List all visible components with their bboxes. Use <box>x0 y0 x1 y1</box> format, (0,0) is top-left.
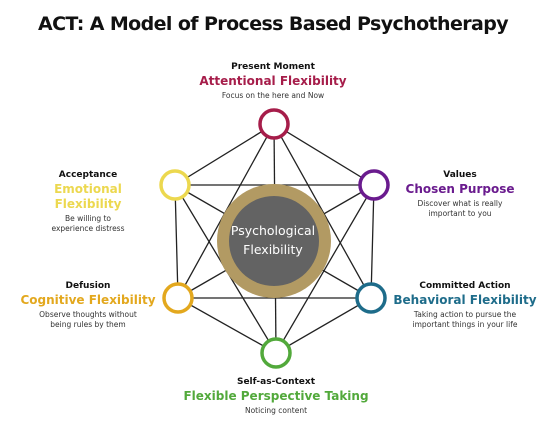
self-as-context-heading: Self-as-Context <box>236 377 316 387</box>
page-title: ACT: A Model of Process Based Psychother… <box>37 13 509 35</box>
acceptance-description: Be willing to experience distress <box>20 214 156 233</box>
values-name: Chosen Purpose <box>405 182 515 197</box>
node-circle-acceptance <box>159 169 191 201</box>
committed-action-description: Taking action to pursue the important th… <box>392 310 538 329</box>
label-self-as-context: Self-as-Context Flexible Perspective Tak… <box>166 377 386 416</box>
center-label-line-2: Flexibility <box>243 241 303 257</box>
center-label: Psychological Flexibility <box>218 222 328 260</box>
self-as-context-description: Noticing content <box>244 406 308 416</box>
node-circle-values <box>358 169 390 201</box>
defusion-description-line-2: being rules by them <box>50 319 126 329</box>
acceptance-description-line-1: Be willing to <box>64 214 112 224</box>
node-circle-present-moment <box>258 108 290 140</box>
values-description-line-1: Discover what is really <box>417 199 503 209</box>
defusion-description: Observe thoughts without being rules by … <box>20 310 156 329</box>
center-core-circle <box>229 196 319 286</box>
committed-action-description-line-1: Taking action to pursue the <box>413 310 517 320</box>
defusion-description-line-1: Observe thoughts without <box>39 310 137 320</box>
committed-action-description-line-2: important things in your life <box>412 319 518 329</box>
present-moment-description: Focus on the here and Now <box>221 91 325 101</box>
node-circle-self-as-context <box>260 337 292 369</box>
defusion-heading: Defusion <box>65 281 111 291</box>
center-label-line-1: Psychological <box>230 223 316 238</box>
values-heading: Values <box>443 170 477 180</box>
values-description-line-2: important to you <box>428 208 492 218</box>
present-moment-heading: Present Moment <box>231 62 315 72</box>
node-circle-defusion <box>162 282 194 314</box>
acceptance-name: Emotional Flexibility <box>54 182 122 212</box>
label-acceptance: Acceptance Emotional Flexibility Be will… <box>20 170 156 233</box>
present-moment-name: Attentional Flexibility <box>199 74 347 89</box>
label-present-moment: Present Moment Attentional Flexibility F… <box>173 62 373 101</box>
committed-action-heading: Committed Action <box>419 281 511 291</box>
values-description: Discover what is really important to you <box>398 199 522 218</box>
defusion-name: Cognitive Flexibility <box>20 293 156 308</box>
acceptance-description-line-2: experience distress <box>51 223 125 233</box>
label-values: Values Chosen Purpose Discover what is r… <box>398 170 522 218</box>
label-committed-action: Committed Action Behavioral Flexibility … <box>392 281 538 329</box>
node-circle-committed-action <box>355 282 387 314</box>
label-defusion: Defusion Cognitive Flexibility Observe t… <box>20 281 156 329</box>
acceptance-heading: Acceptance <box>58 170 118 180</box>
committed-action-name: Behavioral Flexibility <box>393 293 537 308</box>
self-as-context-name: Flexible Perspective Taking <box>183 389 369 404</box>
